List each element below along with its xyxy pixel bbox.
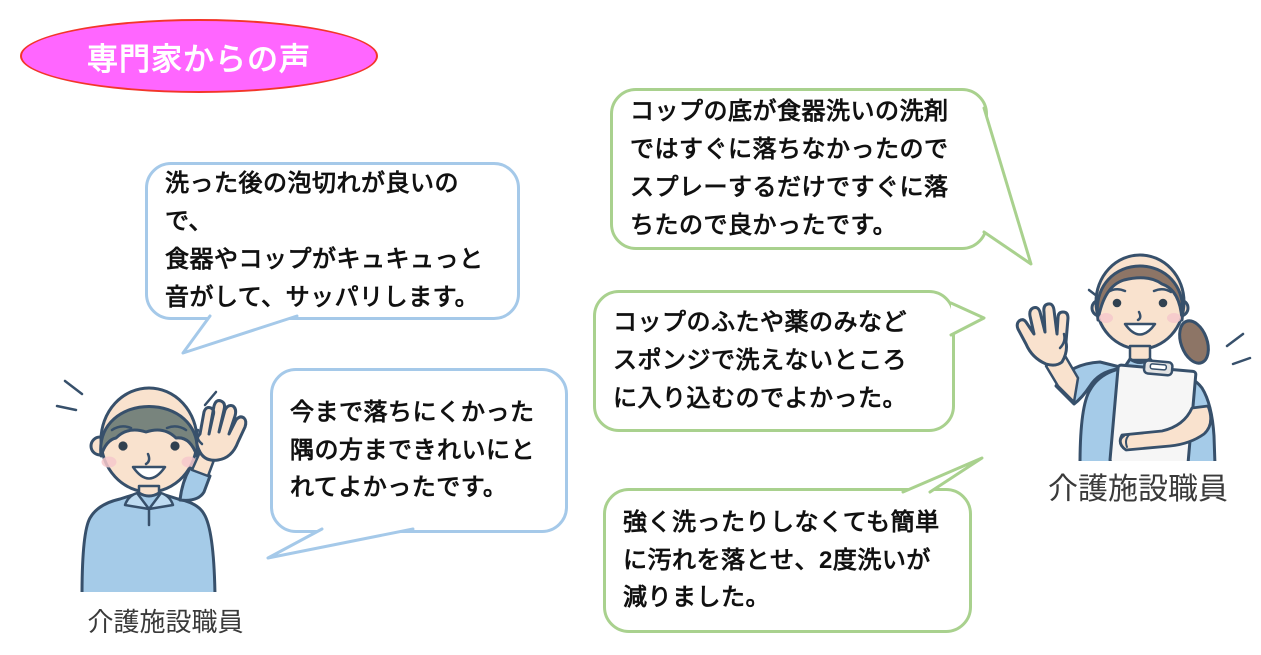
title-badge: 専門家からの声 bbox=[20, 19, 378, 93]
man-motion-lines bbox=[55, 379, 218, 412]
man-waving-hand bbox=[195, 399, 248, 462]
man-smile bbox=[131, 465, 167, 480]
speech-bubble-woman-1-text: コップの底が食器洗いの洗剤 ではすぐに落ちなかったので スプレーするだけですぐに… bbox=[630, 98, 949, 239]
speech-bubble-woman-3: 強く洗ったりしなくても簡単 に汚れを落とせ、2度洗いが 減りました。 bbox=[603, 488, 972, 633]
man-illustration bbox=[55, 379, 248, 592]
man-hair bbox=[99, 405, 199, 458]
woman-waving-hand bbox=[1015, 302, 1070, 367]
speech-bubble-woman-2: コップのふたや薬のみなど スポンジで洗えないところ に入り込むのでよかった。 bbox=[593, 290, 955, 432]
woman-hair bbox=[1095, 264, 1185, 322]
speech-bubble-man-1: 洗った後の泡切れが良いので、 食器やコップがキュキュっと 音がして、サッパリしま… bbox=[145, 162, 520, 320]
woman-caption: 介護施設職員 bbox=[1048, 473, 1228, 506]
woman-ponytail bbox=[1178, 319, 1210, 365]
speech-bubble-man-2: 今まで落ちにくかった 隅の方まできれいにと れてよかったです。 bbox=[270, 368, 568, 533]
woman-smile bbox=[1123, 322, 1157, 336]
man-caption: 介護施設職員 bbox=[87, 607, 244, 637]
speech-bubble-woman-2-text: コップのふたや薬のみなど スポンジで洗えないところ に入り込むのでよかった。 bbox=[613, 309, 907, 412]
man-shirt bbox=[80, 491, 217, 592]
speech-bubble-woman-3-text: 強く洗ったりしなくても簡単 に汚れを落とせ、2度洗いが 減りました。 bbox=[623, 508, 940, 612]
speech-bubble-man-2-text: 今まで落ちにくかった 隅の方まできれいにと れてよかったです。 bbox=[290, 398, 535, 502]
woman-illustration bbox=[1015, 253, 1252, 461]
page-title: 専門家からの声 bbox=[87, 41, 311, 77]
speech-bubble-woman-1: コップの底が食器洗いの洗剤 ではすぐに落ちなかったので スプレーするだけですぐに… bbox=[610, 88, 988, 250]
speech-bubble-man-1-text: 洗った後の泡切れが良いので、 食器やコップがキュキュっと 音がして、サッパリしま… bbox=[165, 170, 484, 311]
